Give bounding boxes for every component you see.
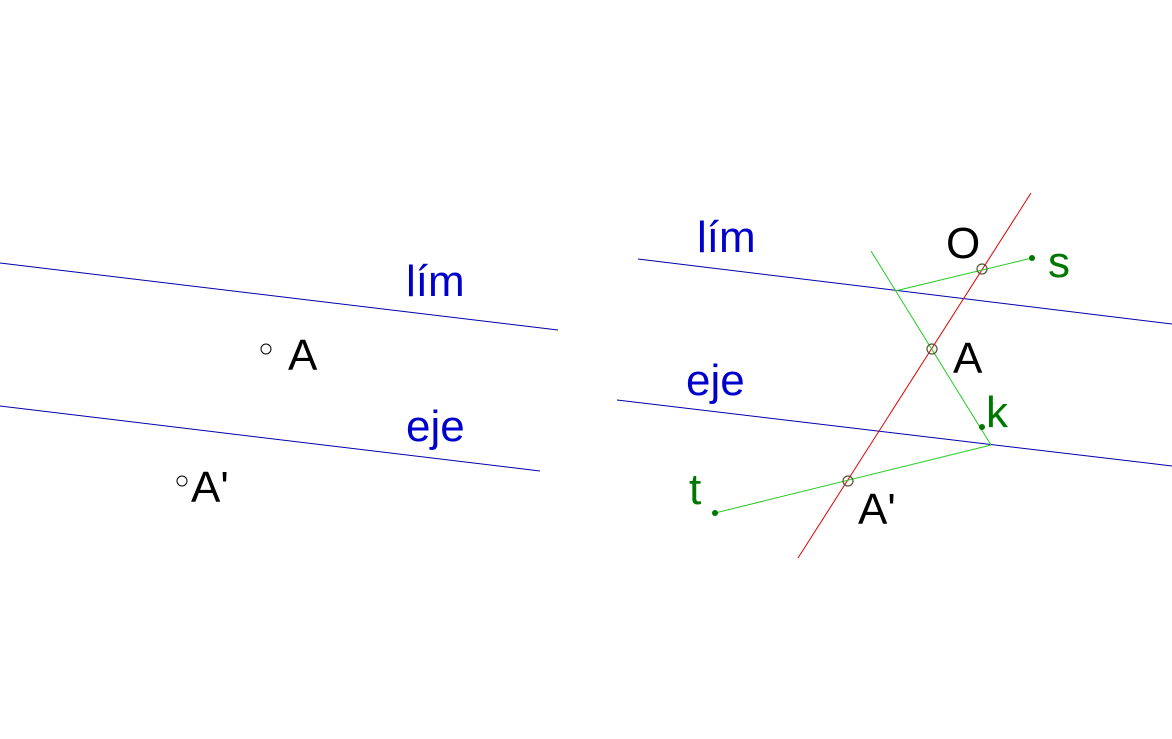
right-point-t-label: t [689,465,701,514]
right-point-a-label: A [953,334,983,383]
right-construction-line-k [870,250,992,446]
right-center-line [797,192,1032,559]
right-limit-label: lím [697,213,756,262]
right-point-a [926,343,938,355]
left-point-a-prime [176,475,188,487]
left-limit-label: lím [406,257,465,306]
right-axis-line [616,399,1172,467]
right-point-k-label: k [986,388,1009,437]
left-point-a [260,343,272,355]
right-point-a-prime [842,475,854,487]
left-axis-label: eje [406,402,465,451]
left-point-a-prime-label: A' [191,463,229,512]
right-point-s-label: s [1048,238,1070,287]
left-axis-line [0,405,541,472]
right-point-s [1029,255,1035,261]
right-axis-label: eje [686,356,745,405]
right-point-t [712,510,718,516]
right-point-o-label: O [946,219,980,268]
left-point-a-label: A [288,331,318,380]
right-construction-line-s [894,257,1033,292]
left-figure: lím eje A A' [0,257,559,512]
right-point-o [976,263,988,275]
right-figure: lím eje O A A' s k t [616,192,1172,559]
right-limit-line [637,258,1172,325]
right-point-k [979,424,985,430]
left-limit-line [0,262,559,331]
right-point-a-prime-label: A' [858,485,896,534]
